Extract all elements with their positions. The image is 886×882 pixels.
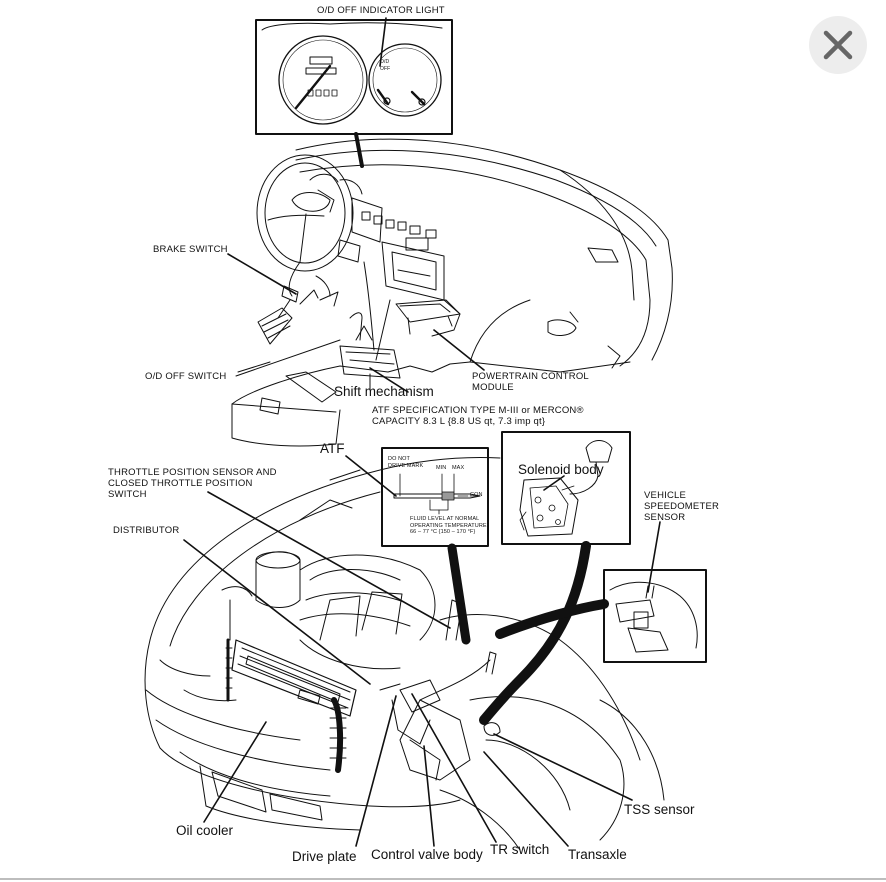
instrument-cluster-inset	[255, 19, 453, 168]
od-off-indicator-light-label: O/D OFF INDICATOR LIGHT	[317, 5, 445, 16]
bottom-divider	[0, 878, 886, 880]
atf-label: ATF	[320, 441, 345, 456]
shift-mechanism-label: Shift mechanism	[334, 384, 434, 399]
transaxle-label: Transaxle	[568, 847, 627, 862]
distributor-label: DISTRIBUTOR	[113, 525, 180, 536]
dipstick-do-not-drive-mark: DO NOT DRIVE MARK	[388, 456, 424, 469]
dipstick-con-label: CON	[470, 492, 483, 498]
speedometer-sensor-inset	[495, 569, 707, 663]
drive-plate-label: Drive plate	[292, 849, 357, 864]
control-valve-body-label: Control valve body	[371, 847, 483, 862]
leader-lines	[183, 17, 661, 847]
solenoid-body-label: Solenoid body	[518, 462, 604, 477]
tss-sensor-label: TSS sensor	[624, 802, 695, 817]
od-off-gauge-text: O/D OFF	[380, 59, 391, 72]
vehicle-speedometer-sensor-label: VEHICLE SPEEDOMETER SENSOR	[644, 490, 720, 523]
brake-switch-label: BRAKE SWITCH	[153, 244, 228, 255]
throttle-position-sensor-label: THROTTLE POSITION SENSOR AND CLOSED THRO…	[108, 467, 277, 500]
close-button[interactable]	[809, 16, 867, 74]
od-off-switch-label: O/D OFF SWITCH	[145, 371, 227, 382]
dipstick-min-label: MIN	[436, 465, 447, 471]
dipstick-fluid-level-note: FLUID LEVEL AT NORMAL OPERATING TEMPERAT…	[410, 516, 487, 535]
oil-cooler-label: Oil cooler	[176, 823, 234, 838]
atf-dipstick-inset	[381, 447, 489, 645]
tr-switch-label: TR switch	[490, 842, 550, 857]
close-icon	[823, 30, 853, 60]
powertrain-control-module-label: POWERTRAIN CONTROL MODULE	[472, 371, 589, 393]
dipstick-max-label: MAX	[452, 465, 465, 471]
dashboard-illustration	[231, 138, 673, 447]
atf-specification-label: ATF SPECIFICATION TYPE M-III or MERCON® …	[372, 405, 584, 427]
